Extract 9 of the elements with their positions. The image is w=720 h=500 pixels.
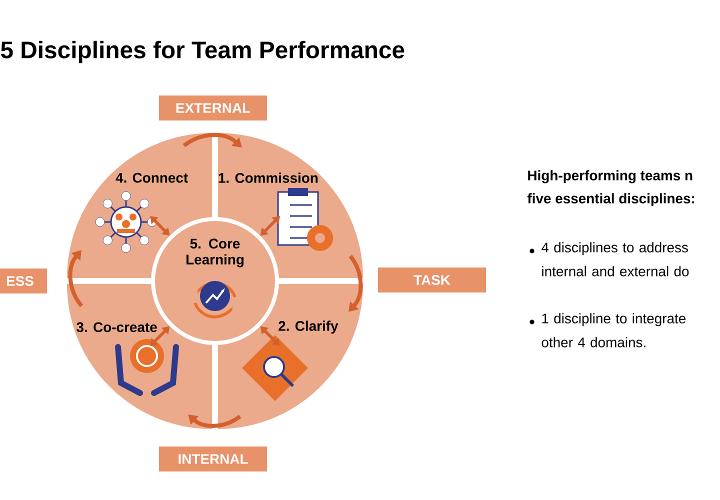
heading-text: High-performing teams n	[528, 170, 692, 184]
domain-label: ESS	[0, 268, 47, 294]
bullet-text: 4 disciplines to address internal and external do	[542, 242, 689, 276]
heading-text: five essential disciplines:	[527, 193, 694, 206]
domain-label: TASK	[378, 267, 486, 292]
bullet-text: 1 discipline to integrate other 4 domains.	[542, 313, 686, 348]
domain-label: INTERNAL	[159, 446, 267, 472]
title: 5 Disciplines for Team Performance	[0, 40, 404, 64]
domain-label: EXTERNAL	[159, 95, 267, 120]
